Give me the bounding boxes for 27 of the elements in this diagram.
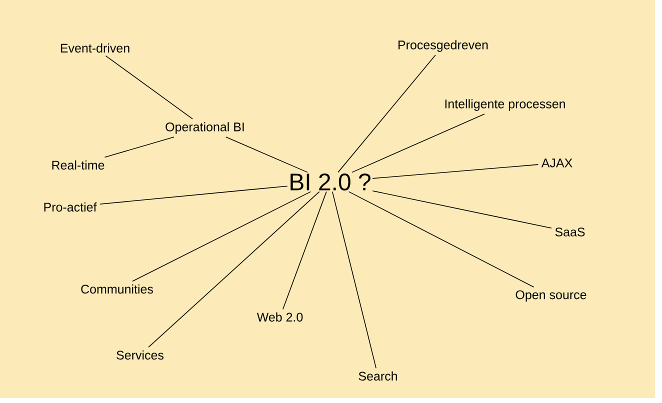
topic-label: Intelligente processen xyxy=(445,99,565,111)
connector-line xyxy=(225,136,308,173)
connector-line xyxy=(282,191,327,310)
connector-line xyxy=(338,54,436,173)
topic-label: Search xyxy=(358,371,397,381)
connector-line xyxy=(372,190,552,229)
topic-label: Operational BI xyxy=(166,122,244,134)
topic-label: Procesgedreven xyxy=(398,40,488,52)
connector-line xyxy=(332,191,376,369)
topic-label: Services xyxy=(116,350,164,360)
topic-label: AJAX xyxy=(541,158,572,168)
topic-label: Communities xyxy=(81,284,153,294)
connector-line xyxy=(148,191,320,348)
connector-line xyxy=(372,164,539,179)
topic-label: Web 2.0 xyxy=(256,312,303,322)
topic-label: Event-driven xyxy=(60,43,130,53)
connector-line xyxy=(352,114,485,173)
topic-label: Open source xyxy=(516,290,586,302)
topic-label: Real-time xyxy=(52,160,104,170)
connector-line xyxy=(348,191,534,288)
central-label: BI 2.0 ? xyxy=(290,174,370,190)
connector-line xyxy=(105,55,193,120)
topic-label: SaaS xyxy=(555,228,585,236)
connector-line xyxy=(104,136,174,158)
topic-label: Pro-actief xyxy=(44,202,97,212)
connector-line xyxy=(100,186,288,205)
connector-line xyxy=(132,191,312,282)
